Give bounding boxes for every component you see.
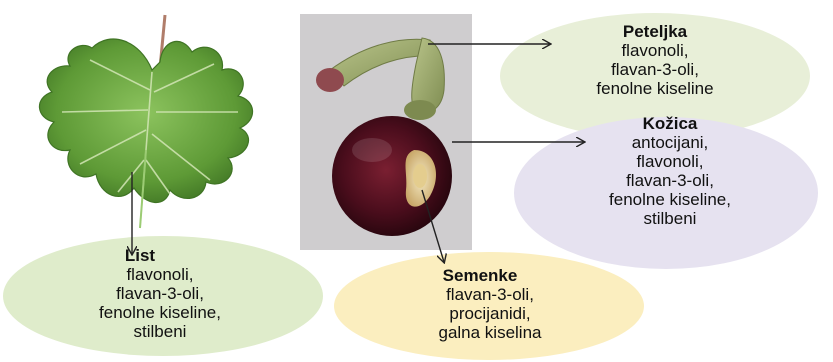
list-compound: flavan-3-oli, bbox=[60, 284, 260, 303]
list-title: List bbox=[20, 246, 260, 265]
grape-berry-cross-section bbox=[300, 14, 472, 250]
kozica-compound: antocijani, bbox=[575, 133, 765, 152]
list-compound: fenolne kiseline, bbox=[60, 303, 260, 322]
kozica-title: Kožica bbox=[575, 114, 765, 133]
grape-leaf-illustration bbox=[39, 15, 252, 228]
peteljka-compound: fenolne kiseline bbox=[565, 79, 745, 98]
semenke-compound: galna kiselina bbox=[400, 323, 580, 342]
list-label: List flavonoli, flavan-3-oli, fenolne ki… bbox=[60, 246, 260, 341]
semenke-compound: flavan-3-oli, bbox=[400, 285, 580, 304]
peteljka-label: Peteljka flavonoli, flavan-3-oli, fenoln… bbox=[565, 22, 745, 98]
peteljka-compound: flavan-3-oli, bbox=[565, 60, 745, 79]
semenke-compound: procijanidi, bbox=[400, 304, 580, 323]
kozica-compound: fenolne kiseline, bbox=[575, 190, 765, 209]
semenke-label: Semenke flavan-3-oli, procijanidi, galna… bbox=[400, 266, 580, 342]
kozica-compound: flavonoli, bbox=[575, 152, 765, 171]
peteljka-compound: flavonoli, bbox=[565, 41, 745, 60]
semenke-title: Semenke bbox=[380, 266, 580, 285]
list-compound: flavonoli, bbox=[60, 265, 260, 284]
kozica-compound: stilbeni bbox=[575, 209, 765, 228]
list-compound: stilbeni bbox=[60, 322, 260, 341]
peteljka-title: Peteljka bbox=[565, 22, 745, 41]
kozica-label: Kožica antocijani, flavonoli, flavan-3-o… bbox=[575, 114, 765, 228]
kozica-compound: flavan-3-oli, bbox=[575, 171, 765, 190]
